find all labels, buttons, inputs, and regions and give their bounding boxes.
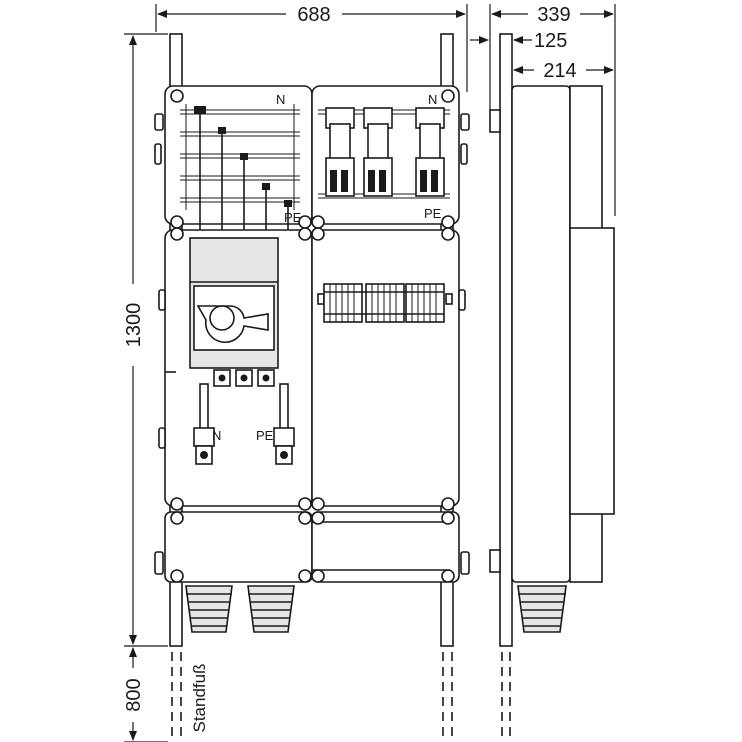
dim-width-label: 688 [297,4,330,26]
fuse-holder-3 [415,107,445,197]
side-body [511,85,571,583]
dim-base-label: 125 [534,30,567,52]
fuse-holder-1 [325,107,355,197]
label-pe-busbar: PE [284,210,302,225]
side-post [499,33,513,647]
dimension-lines: 688 339 125 214 1300 800 Standfuß [123,4,616,742]
fuse-compartment: N PE [311,85,460,225]
side-hinges [154,113,470,575]
terminal-compartment [311,229,460,507]
label-pe-fuse: PE [424,206,442,221]
cable-entry-compartment [164,511,460,583]
dim-foot-label: 800 [123,678,145,711]
cable-gland-right [247,585,295,633]
dim-depth-label: 339 [537,4,570,26]
busbar-compartment: N PE [164,85,313,236]
corner-bolts [170,89,455,583]
switch-compartment: N PE [164,229,313,507]
side-view [489,33,615,742]
fuse-holder-2 [363,107,393,197]
dim-body-label: 214 [543,60,576,82]
side-door-bulge [569,227,615,515]
side-cable-gland [517,585,567,633]
dim-height-label: 1300 [123,303,145,348]
front-view: N PE [154,33,470,742]
cable-gland-left [185,585,233,633]
label-n-terminal: N [212,428,221,443]
label-n-busbar: N [276,92,285,107]
terminal-block-row [323,283,445,323]
standfuss-label: Standfuß [190,664,209,733]
label-pe-terminal: PE [256,428,274,443]
label-n-fuse: N [428,92,437,107]
